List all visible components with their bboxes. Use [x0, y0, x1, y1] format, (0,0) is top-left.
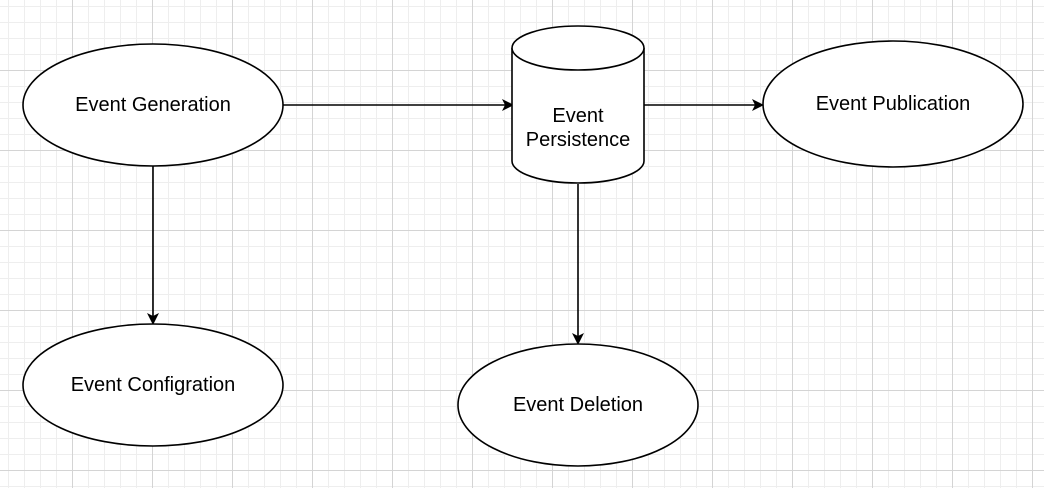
node-event-configration-shape[interactable] [22, 323, 284, 447]
node-event-configration-label: Event Configration [33, 365, 273, 405]
event-generation-text: Event Generation [75, 94, 231, 116]
node-event-publication-shape[interactable] [762, 40, 1024, 168]
node-event-publication-label: Event Publication [773, 84, 1013, 124]
node-event-generation-shape[interactable] [22, 43, 284, 167]
event-publication-text: Event Publication [815, 93, 971, 115]
event-deletion-text: Event Deletion [512, 394, 644, 416]
node-event-generation-label: Event Generation [33, 85, 273, 125]
node-event-persistence-label: Event Persistence [508, 98, 648, 158]
event-configration-text: Event Configration [70, 374, 236, 396]
event-persistence-text-line2: Persistence [525, 129, 631, 151]
node-event-deletion-label: Event Deletion [468, 385, 688, 425]
node-event-persistence-shape[interactable] [511, 25, 645, 184]
event-persistence-text-line1: Event [552, 105, 604, 127]
node-event-deletion-shape[interactable] [457, 343, 699, 467]
